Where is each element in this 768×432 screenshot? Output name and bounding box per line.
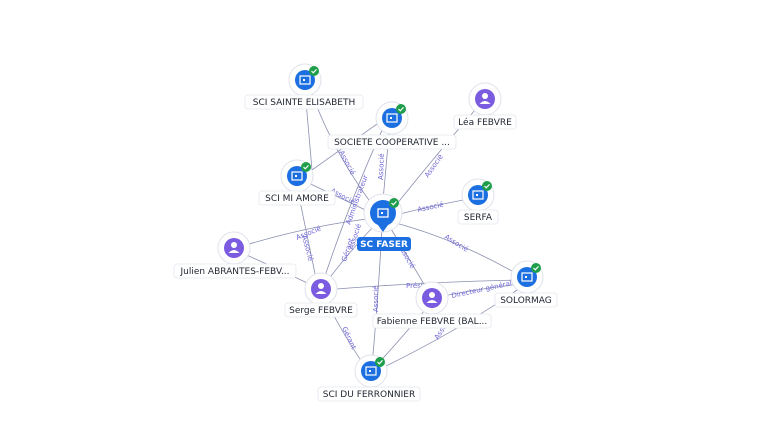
company-icon bbox=[365, 366, 377, 376]
company-icon bbox=[377, 208, 389, 218]
node-sci-mi-amore[interactable]: SCI MI AMORE bbox=[258, 159, 336, 206]
node-serge-febvre[interactable]: Serge FEBVRE bbox=[284, 272, 358, 318]
node-label: SOCIETE COOPERATIVE ... bbox=[334, 138, 450, 148]
edge-label-associe: Associé bbox=[443, 233, 470, 254]
edge-julien bbox=[235, 217, 377, 249]
verified-icon bbox=[482, 181, 492, 191]
verified-icon bbox=[301, 162, 311, 172]
edge-label-associe: Associé bbox=[377, 153, 386, 180]
node-fabienne-febvre[interactable]: Fabienne FEBVRE (BAL... bbox=[372, 281, 492, 329]
node-lea-febvre[interactable]: Léa FEBVRE bbox=[453, 82, 517, 130]
company-icon bbox=[521, 272, 533, 282]
node-solormag[interactable]: SOLORMAG bbox=[494, 260, 558, 308]
node-label: SC FASER bbox=[360, 240, 408, 250]
edge-label-associe: Associé bbox=[300, 234, 315, 262]
company-icon bbox=[291, 171, 303, 181]
node-label: SCI DU FERRONNIER bbox=[323, 390, 415, 400]
node-label: Fabienne FEBVRE (BAL... bbox=[377, 317, 488, 327]
edge-lea bbox=[391, 101, 483, 211]
company-icon bbox=[472, 190, 484, 200]
edge-label-associe: Associé bbox=[372, 286, 380, 312]
verified-icon bbox=[396, 104, 406, 114]
edge-solormag-serge bbox=[323, 279, 523, 291]
company-icon bbox=[386, 113, 398, 123]
node-label: Serge FEBVRE bbox=[289, 306, 353, 316]
node-label: SOLORMAG bbox=[500, 296, 552, 306]
node-sc-faser-center[interactable]: SC FASER bbox=[357, 193, 411, 251]
node-sci-du-ferronnier[interactable]: SCI DU FERRONNIER bbox=[317, 354, 421, 402]
node-sci-sainte-elisabeth[interactable]: SCI SAINTE ELISABETH bbox=[244, 63, 364, 110]
person-icon bbox=[479, 93, 491, 104]
verified-icon bbox=[375, 357, 385, 367]
node-label: SCI MI AMORE bbox=[265, 194, 329, 204]
verified-icon bbox=[389, 198, 399, 208]
person-icon bbox=[426, 292, 438, 303]
edge-label-associe: Associé bbox=[417, 201, 445, 214]
person-icon bbox=[228, 242, 240, 253]
verified-icon bbox=[309, 66, 319, 76]
edge-label-gerant: Gérant bbox=[340, 325, 358, 350]
edge-label-associe: Associé bbox=[337, 149, 356, 176]
edge-label-associe: Associé bbox=[423, 153, 445, 179]
node-label: SCI SAINTE ELISABETH bbox=[253, 98, 356, 108]
edge-solormag bbox=[391, 221, 525, 279]
node-label: Julien ABRANTES-FEBV... bbox=[179, 267, 289, 277]
node-label: SERFA bbox=[464, 213, 493, 223]
verified-icon bbox=[531, 263, 541, 273]
person-icon bbox=[315, 283, 327, 294]
node-julien-abrantes[interactable]: Julien ABRANTES-FEBV... bbox=[173, 231, 297, 279]
node-serfa[interactable]: SERFA bbox=[457, 178, 499, 225]
node-societe-cooperative[interactable]: SOCIETE COOPERATIVE ... bbox=[327, 101, 457, 150]
node-label: Léa FEBVRE bbox=[458, 117, 512, 128]
company-icon bbox=[299, 75, 311, 85]
